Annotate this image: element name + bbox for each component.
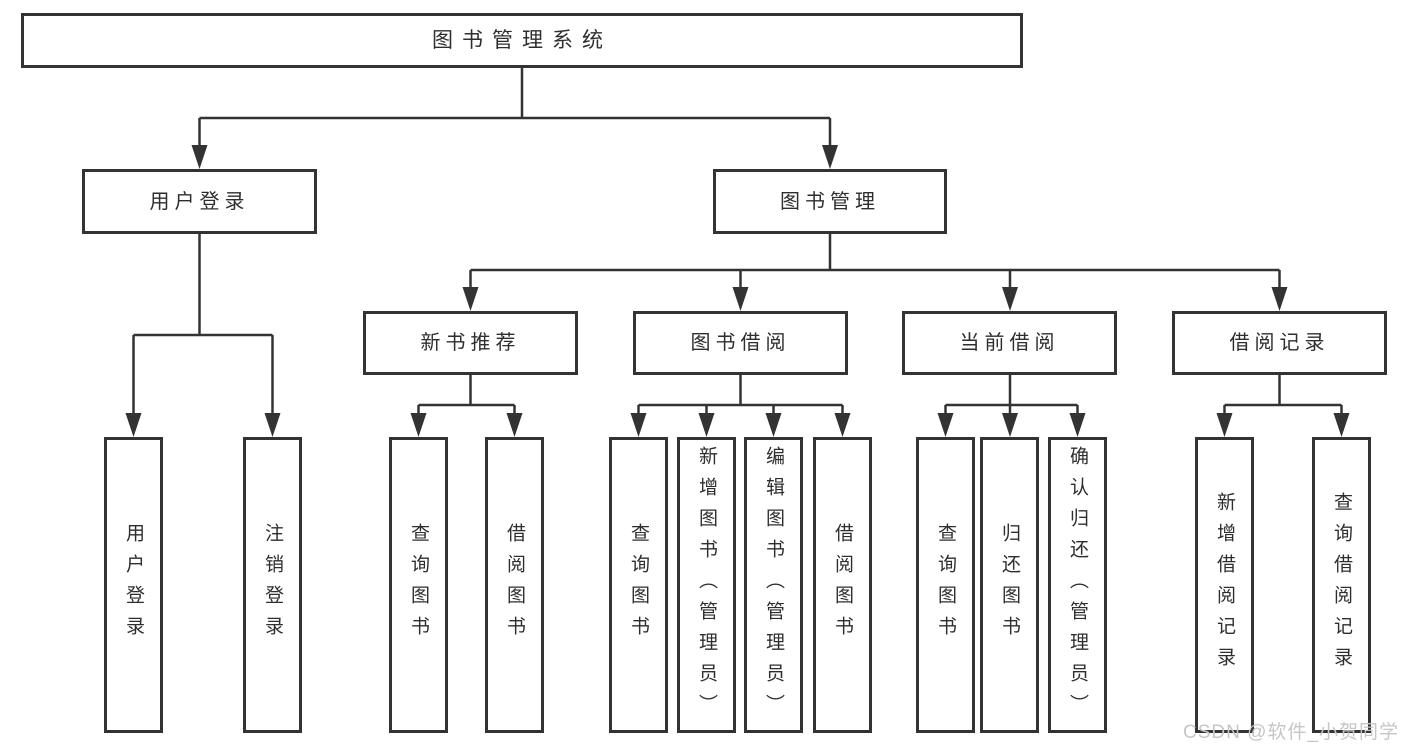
leaf-borrow-books-borrowing-label: 借阅图书 <box>832 523 853 647</box>
leaf-query-borrow-record: 查询借阅记录 <box>1312 437 1371 733</box>
leaf-borrow-books-recommend: 借阅图书 <box>485 437 544 733</box>
leaf-confirm-return-admin-label: 确认归还（管理员） <box>1067 445 1088 725</box>
leaf-query-books-current: 查询图书 <box>916 437 975 733</box>
node-new-book-recommendation: 新书推荐 <box>363 311 578 375</box>
node-current-borrowing: 当前借阅 <box>902 311 1117 375</box>
node-book-borrowing: 图书借阅 <box>633 311 848 375</box>
watermark: CSDN @软件_小贺同学 <box>1183 722 1399 743</box>
leaf-edit-books-admin-label: 编辑图书（管理员） <box>763 445 784 725</box>
leaf-return-books: 归还图书 <box>980 437 1039 733</box>
leaf-add-books-admin-label: 新增图书（管理员） <box>696 445 717 725</box>
leaf-query-books-borrowing-label: 查询图书 <box>628 523 649 647</box>
leaf-add-borrow-record-label: 新增借阅记录 <box>1214 492 1235 678</box>
leaf-logout-label: 注销登录 <box>262 523 283 647</box>
leaf-add-books-admin: 新增图书（管理员） <box>677 437 736 733</box>
leaf-borrow-books-recommend-label: 借阅图书 <box>504 523 525 647</box>
leaf-query-books-current-label: 查询图书 <box>935 523 956 647</box>
leaf-edit-books-admin: 编辑图书（管理员） <box>744 437 803 733</box>
leaf-query-books-recommend: 查询图书 <box>389 437 448 733</box>
leaf-add-borrow-record: 新增借阅记录 <box>1195 437 1254 733</box>
leaf-return-books-label: 归还图书 <box>999 523 1020 647</box>
node-library-management-system: 图书管理系统 <box>21 13 1023 68</box>
leaf-logout: 注销登录 <box>243 437 302 733</box>
leaf-query-books-borrowing: 查询图书 <box>609 437 668 733</box>
leaf-user-login-label: 用户登录 <box>123 523 144 647</box>
leaf-confirm-return-admin: 确认归还（管理员） <box>1048 437 1107 733</box>
node-user-login: 用户登录 <box>82 169 317 234</box>
node-borrowing-records: 借阅记录 <box>1172 311 1387 375</box>
node-book-management: 图书管理 <box>713 169 947 234</box>
leaf-query-borrow-record-label: 查询借阅记录 <box>1331 492 1352 678</box>
leaf-user-login: 用户登录 <box>104 437 163 733</box>
leaf-borrow-books-borrowing: 借阅图书 <box>813 437 872 733</box>
leaf-query-books-recommend-label: 查询图书 <box>408 523 429 647</box>
